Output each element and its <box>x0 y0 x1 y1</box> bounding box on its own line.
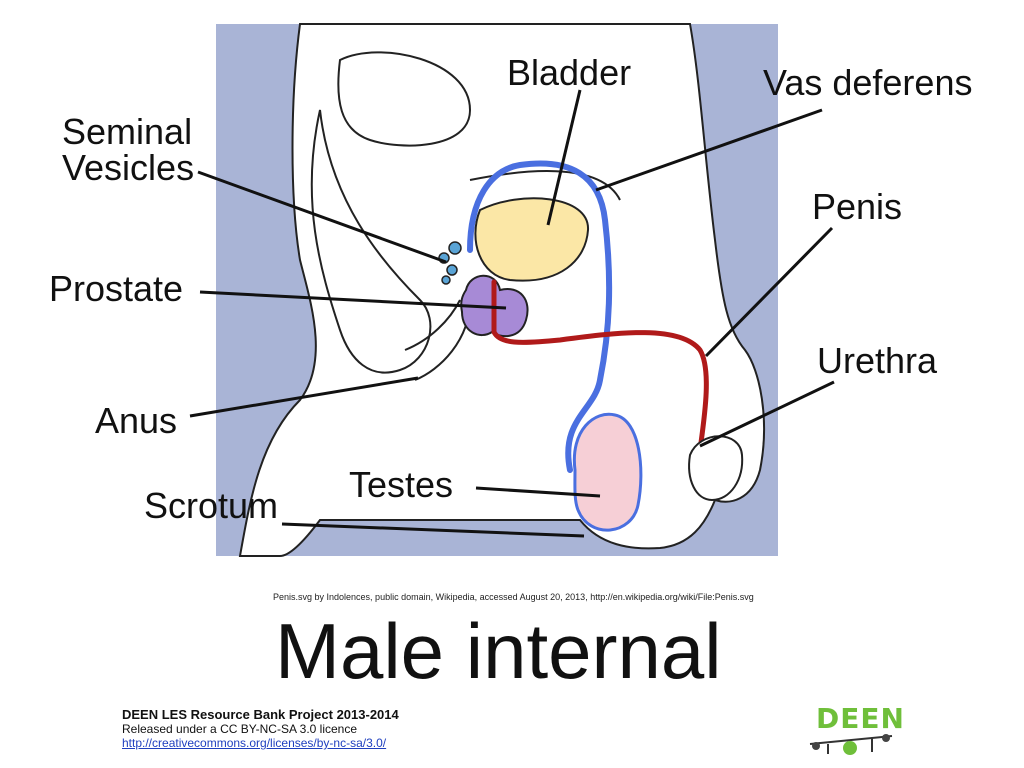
project-heading: DEEN LES Resource Bank Project 2013-2014 <box>122 707 399 722</box>
label-vas-deferens: Vas deferens <box>763 62 973 103</box>
leader-testes <box>475 486 601 498</box>
project-info: DEEN LES Resource Bank Project 2013-2014… <box>122 707 399 751</box>
leader-seminal-vesicles <box>197 170 447 264</box>
licence-link[interactable]: http://creativecommons.org/licenses/by-n… <box>122 736 387 750</box>
leader-vas-deferens <box>595 108 823 192</box>
image-credit: Penis.svg by Indolences, public domain, … <box>273 592 754 602</box>
sacrum-outline <box>310 109 432 374</box>
vas-deferens-path <box>467 160 613 473</box>
bladder-shape <box>474 197 590 282</box>
label-penis: Penis <box>812 186 903 227</box>
deen-logo: DEEN <box>806 702 904 762</box>
anatomy-diagram <box>189 23 835 557</box>
page-title: Male internal <box>275 607 722 695</box>
testis-shape <box>572 412 643 532</box>
leader-prostate <box>199 290 507 310</box>
logo-text: DEEN <box>816 702 905 735</box>
label-urethra: Urethra <box>817 340 938 381</box>
seminal-vesicles-shape <box>438 241 462 285</box>
urethra-path <box>491 279 709 453</box>
label-seminal-line1: Seminal <box>62 111 193 152</box>
pelvic-bone-outline <box>337 51 472 147</box>
penis-glans-outline <box>688 435 744 502</box>
project-licence: Released under a CC BY-NC-SA 3.0 licence <box>122 722 358 736</box>
leader-scrotum <box>281 522 585 538</box>
label-scrotum: Scrotum <box>144 485 279 526</box>
leader-bladder <box>546 89 582 226</box>
label-bladder: Bladder <box>507 52 632 93</box>
label-seminal-line2: Vesicles <box>62 147 195 188</box>
label-prostate: Prostate <box>49 268 184 309</box>
label-anus: Anus <box>95 400 178 441</box>
leader-lines <box>189 89 835 538</box>
leader-anus <box>189 376 419 418</box>
leader-penis <box>704 226 834 358</box>
leader-urethra <box>699 380 835 448</box>
logo-icon <box>809 734 893 755</box>
label-testes: Testes <box>349 464 454 505</box>
label-seminal-vesicles: Seminal Vesicles <box>62 114 194 186</box>
pubic-arc <box>469 170 621 201</box>
